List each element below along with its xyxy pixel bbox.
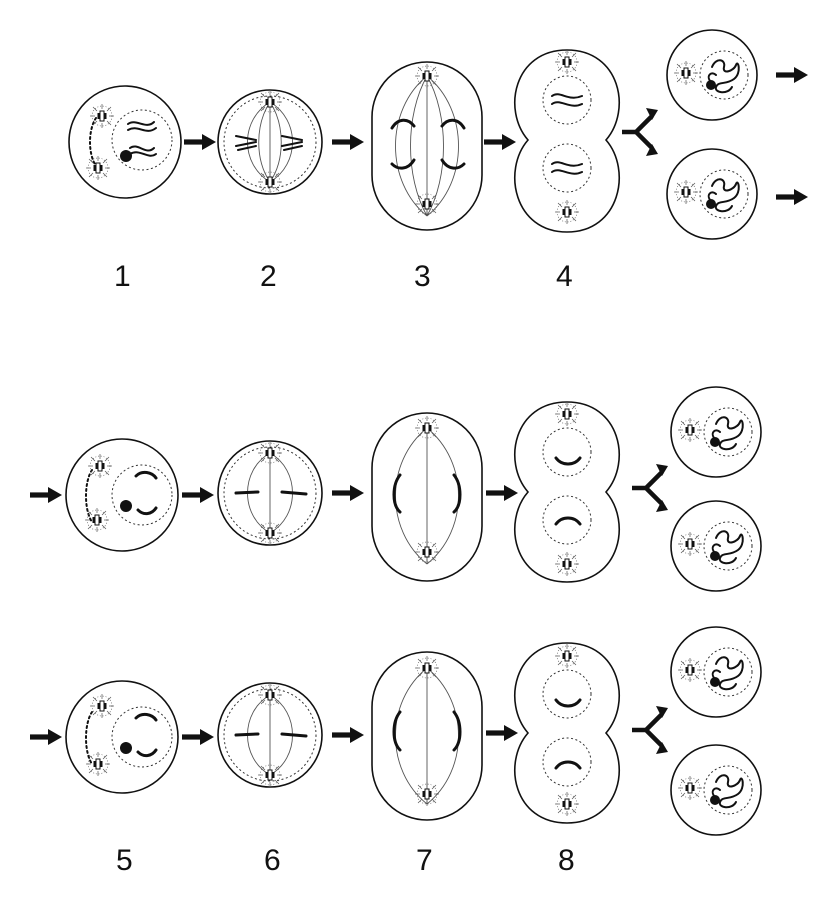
cell-7a (371, 412, 483, 582)
daughter-cell-1a (667, 30, 757, 120)
stage-label-2: 2 (260, 260, 277, 293)
cell-1 (68, 85, 182, 199)
cell-7b (371, 651, 483, 821)
cell-8a (514, 401, 620, 583)
stage-label-4: 4 (556, 260, 573, 293)
cell-6a (217, 440, 323, 546)
stage-label-5: 5 (116, 844, 133, 877)
daughter-cell-3b (671, 745, 761, 835)
cell-5b (65, 680, 179, 794)
daughter-cell-2a (671, 387, 761, 477)
stage-label-8: 8 (558, 844, 575, 877)
cell-4 (514, 49, 620, 233)
cell-5a (65, 438, 179, 552)
daughter-cell-2b (671, 501, 761, 591)
cell-6b (217, 682, 323, 788)
stage-label-3: 3 (414, 260, 431, 293)
cell-2 (217, 89, 323, 195)
stage-label-6: 6 (264, 844, 281, 877)
stage-label-7: 7 (416, 844, 433, 877)
cell-3 (371, 61, 483, 231)
cell-8b (514, 642, 620, 824)
daughter-cell-1b (667, 149, 757, 239)
daughter-cell-3a (671, 627, 761, 717)
stage-label-1: 1 (114, 260, 131, 293)
